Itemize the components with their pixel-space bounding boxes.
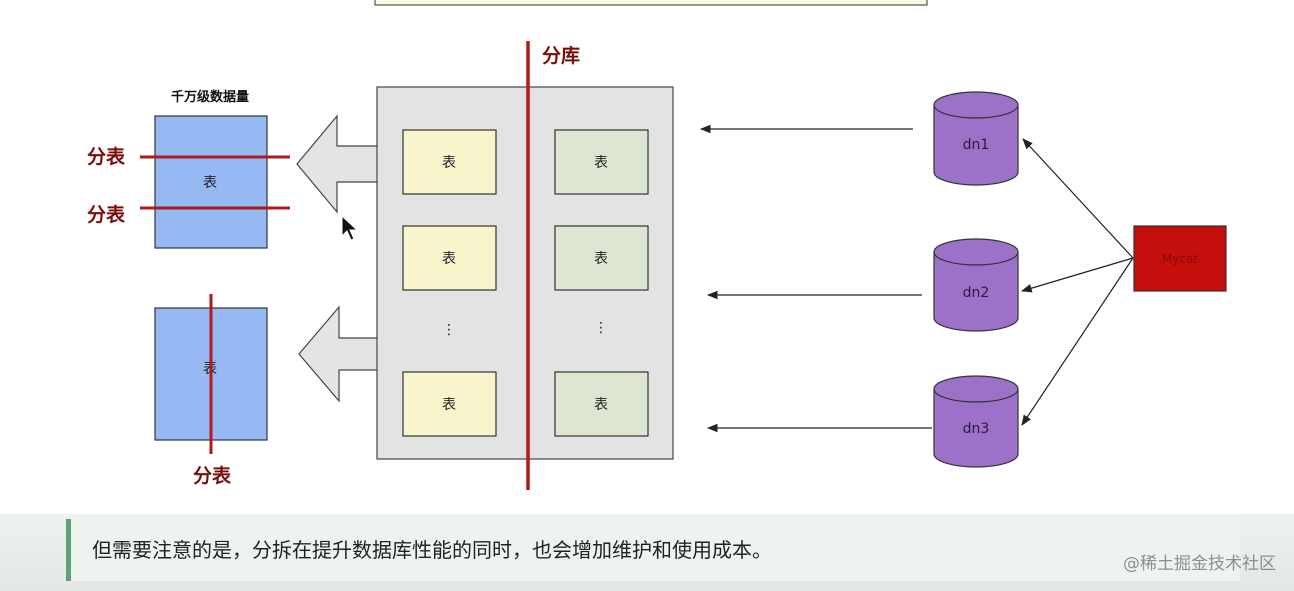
green-table-1-label: 表 — [594, 155, 608, 171]
dn2-cylinder — [933, 238, 1019, 332]
big-table-horizontal — [154, 115, 268, 249]
arrow-mycat-to-dn2 — [1020, 257, 1134, 293]
split-table-label-lower: 分表 — [87, 203, 126, 226]
dn1-cylinder — [933, 91, 1019, 186]
dn3-label: dn3 — [963, 421, 990, 437]
yellow-table-1 — [402, 129, 497, 195]
split-table-label-upper: 分表 — [87, 145, 126, 168]
arrow-mycat-to-dn1 — [1022, 138, 1134, 259]
split-table-label-vertical: 分表 — [193, 464, 232, 487]
watermark: @稀土掘金技术社区 — [1123, 554, 1276, 574]
data-volume-label: 千万级数据量 — [171, 89, 249, 105]
green-table-3-label: 表 — [594, 397, 608, 413]
green-ellipsis: ⋮ — [594, 320, 608, 336]
yellow-table-3 — [402, 371, 497, 437]
mycat-label: Mycat — [1162, 252, 1198, 266]
yellow-table-2-label: 表 — [442, 251, 456, 267]
hollow-arrow-upper — [296, 114, 388, 214]
yellow-table-3-label: 表 — [442, 397, 456, 413]
yellow-table-2 — [402, 225, 497, 291]
db-split-label: 分库 — [542, 44, 580, 67]
yellow-table-1-label: 表 — [442, 155, 456, 171]
sharding-diagram: 千万级数据量 表 分表 分表 表 分表 表 表 ⋮ 表 表 表 ⋮ 表 — [87, 0, 1227, 490]
dn3-cylinder — [933, 375, 1019, 468]
yellow-ellipsis: ⋮ — [442, 322, 456, 338]
mycat-node — [1133, 225, 1227, 292]
green-table-2-label: 表 — [594, 251, 608, 267]
green-table-1 — [554, 129, 649, 195]
big-table-horizontal-label: 表 — [203, 175, 217, 191]
mouse-cursor-icon — [341, 214, 359, 241]
caption-text: 但需要注意的是，分拆在提升数据库性能的同时，也会增加维护和使用成本。 — [66, 519, 1240, 581]
dn1-label: dn1 — [963, 137, 990, 153]
dn2-label: dn2 — [963, 285, 990, 301]
hollow-arrow-lower — [298, 305, 390, 403]
top-banner-edge — [374, 0, 928, 6]
green-table-3 — [554, 371, 649, 437]
green-table-2 — [554, 225, 649, 291]
arrow-mycat-to-dn3 — [1021, 257, 1134, 426]
